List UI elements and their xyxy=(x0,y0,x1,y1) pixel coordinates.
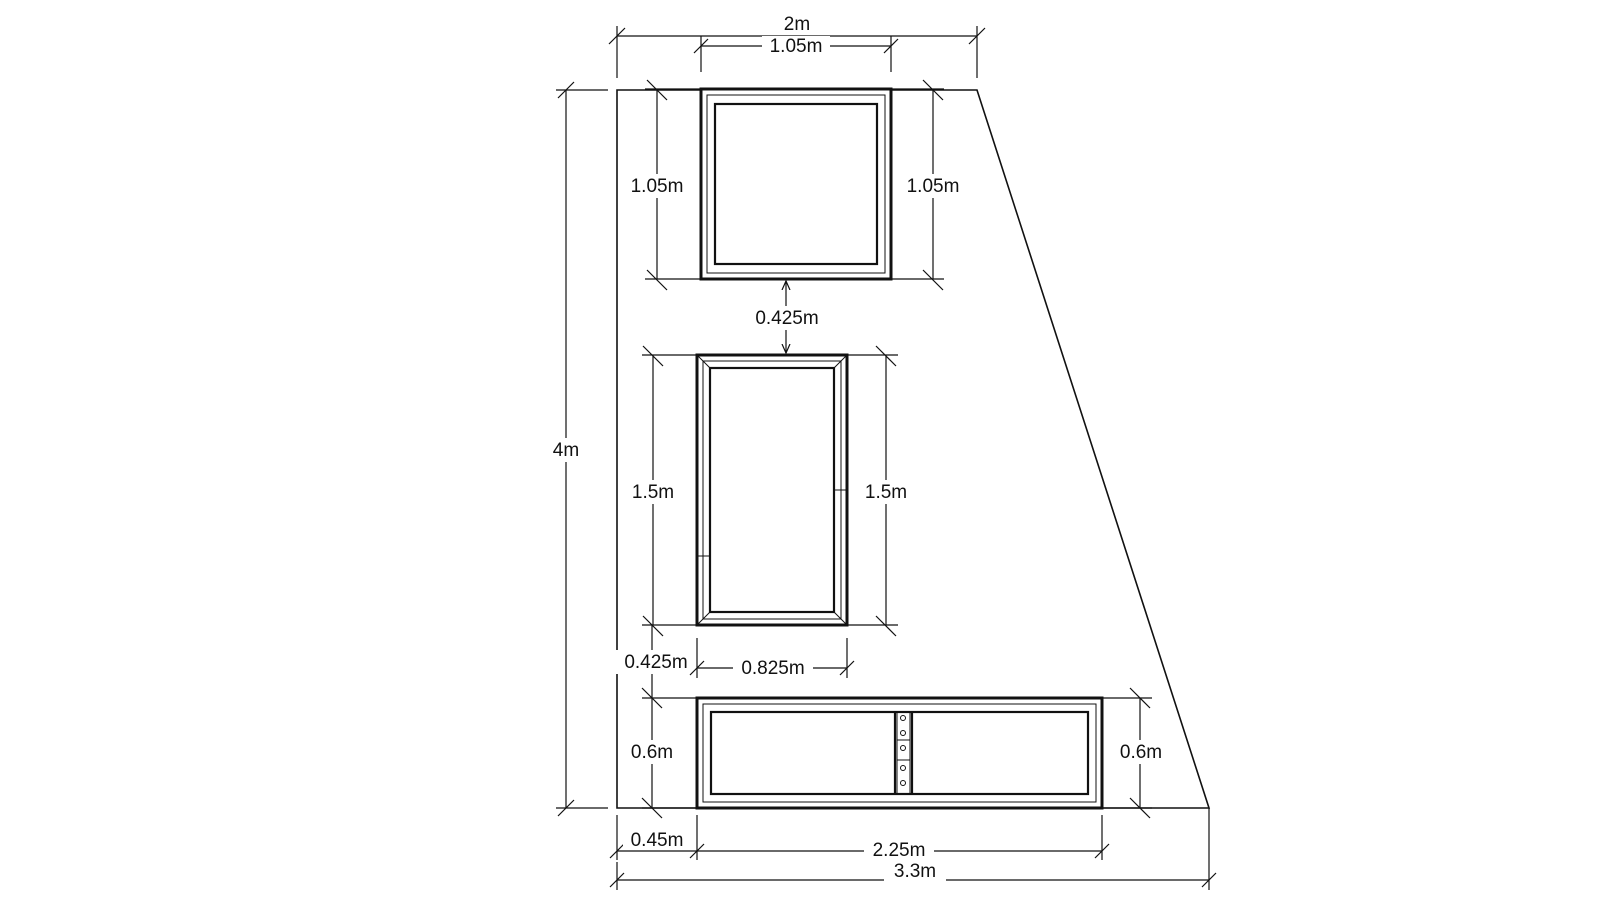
window-middle xyxy=(695,353,849,627)
dim-label-top-width: 2m xyxy=(784,14,810,35)
dim-window-mid-height-right: 1.5m xyxy=(848,345,911,637)
dim-label-window-top-width: 1.05m xyxy=(770,36,823,57)
dim-label-bottom-left-offset: 0.45m xyxy=(631,830,684,851)
dim-window-top-width: 1.05m xyxy=(693,36,899,72)
dim-gap-above-bottom: 0.425m xyxy=(614,625,698,709)
dim-label-window-bottom-height-right: 0.6m xyxy=(1120,742,1162,763)
dim-window-top-height-left: 1.05m xyxy=(628,79,700,291)
dim-label-gap-between-windows: 0.425m xyxy=(755,308,818,329)
dim-window-top-height-right: 1.05m xyxy=(892,79,962,291)
dim-label-window-mid-height-right: 1.5m xyxy=(865,482,907,503)
dim-label-bottom-width: 3.3m xyxy=(894,861,936,882)
window-top xyxy=(699,87,893,281)
window-bottom xyxy=(695,696,1104,810)
dim-label-total-height: 4m xyxy=(553,440,579,461)
dim-window-bottom-height-left: 0.6m xyxy=(626,698,696,819)
dim-window-mid-width: 0.825m xyxy=(689,638,855,679)
dim-label-gap-above-bottom: 0.425m xyxy=(624,652,687,673)
dim-bottom-window-row: 0.45m 2.25m xyxy=(609,815,1110,861)
dim-window-bottom-height-right: 0.6m xyxy=(1103,687,1170,819)
dim-label-window-bottom-height-left: 0.6m xyxy=(631,742,673,763)
dim-window-mid-height-left: 1.5m xyxy=(628,345,696,637)
dim-label-window-mid-height-left: 1.5m xyxy=(632,482,674,503)
dim-gap-between-windows: 0.425m xyxy=(746,281,828,353)
dim-total-height: 4m xyxy=(548,81,608,817)
dim-label-window-mid-width: 0.825m xyxy=(741,658,804,679)
dim-label-window-bottom-width: 2.25m xyxy=(873,840,926,861)
dim-label-window-top-height-left: 1.05m xyxy=(631,176,684,197)
dim-label-window-top-height-right: 1.05m xyxy=(907,176,960,197)
dim-bottom-width: 3.3m xyxy=(609,808,1217,890)
